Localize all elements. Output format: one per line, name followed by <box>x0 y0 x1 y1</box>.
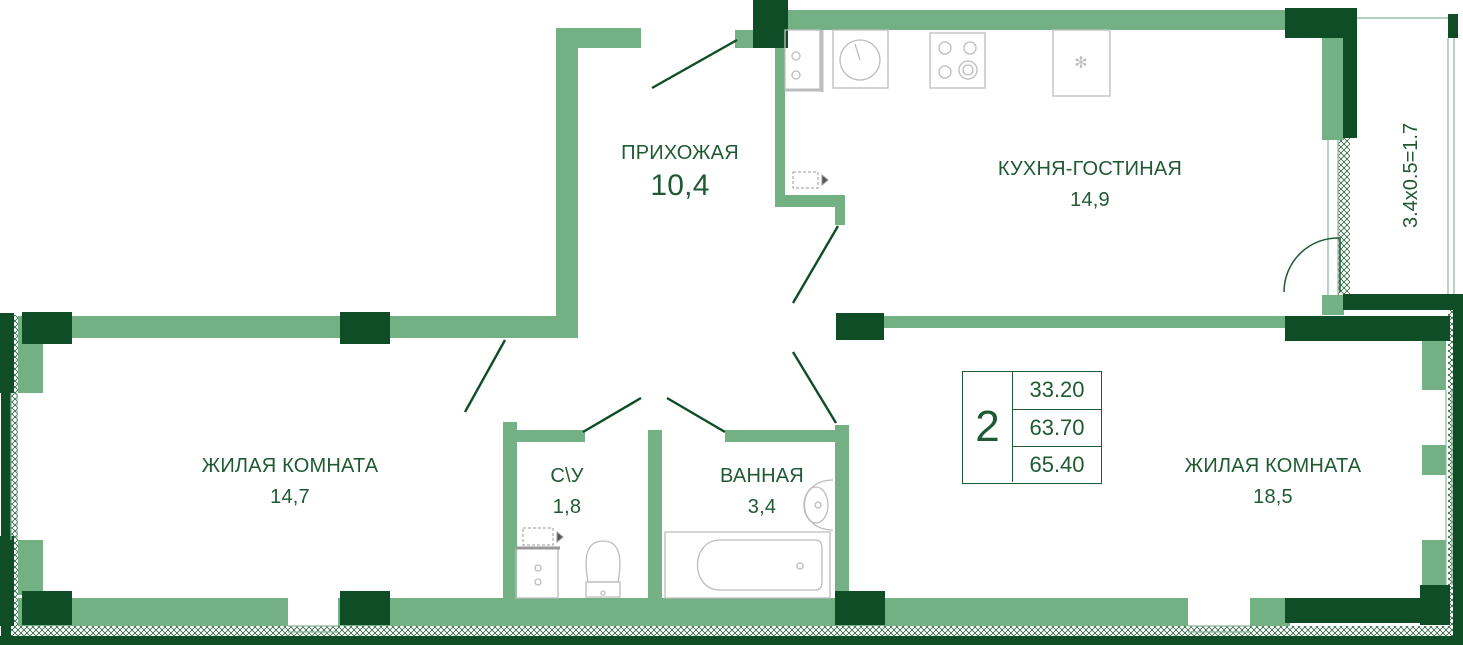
room-living-left: ЖИЛАЯ КОМНАТА 14,7 <box>180 455 400 509</box>
wc-fixtures <box>515 540 621 599</box>
bathtub-icon <box>664 531 831 599</box>
sink-icon <box>832 29 889 89</box>
stove-icon <box>929 32 986 89</box>
door-swing-icon <box>463 38 840 434</box>
svg-text:✻: ✻ <box>1074 53 1087 72</box>
area-living: 33.20 <box>1029 377 1085 402</box>
room-count: 2 <box>963 372 1013 482</box>
room-area: 18,5 <box>1253 486 1293 508</box>
wc-sink-icon <box>515 547 559 599</box>
area-summary-box: 2 33.20 63.70 65.40 <box>962 371 1102 484</box>
fridge-icon <box>1052 29 1111 97</box>
balcony-door-icon <box>1283 237 1341 293</box>
walls-dark <box>0 0 1463 626</box>
room-name: ЖИЛАЯ КОМНАТА <box>1184 455 1362 477</box>
room-name: ЖИЛАЯ КОМНАТА <box>201 455 379 477</box>
area-total: 63.70 <box>1013 409 1101 446</box>
room-area: 14,7 <box>270 486 310 508</box>
room-bathroom: ВАННАЯ 3,4 <box>702 465 822 519</box>
windows <box>10 17 1455 633</box>
room-name: ВАННАЯ <box>720 465 804 487</box>
walls-light <box>18 10 1446 626</box>
balcony-label: 3.4x0.5=1.7 <box>1400 122 1422 228</box>
room-name: С\У <box>550 465 584 487</box>
room-hallway: ПРИХОЖАЯ 10,4 <box>600 142 760 203</box>
room-living-right: ЖИЛАЯ КОМНАТА 18,5 <box>1163 455 1383 509</box>
room-kitchen-living: КУХНЯ-ГОСТИНАЯ 14,9 <box>980 158 1200 212</box>
room-name: ПРИХОЖАЯ <box>621 142 739 164</box>
bath-fixtures <box>664 479 834 599</box>
counter-icon <box>784 29 821 91</box>
room-area: 14,9 <box>1070 189 1110 211</box>
room-area: 10,4 <box>650 169 710 202</box>
room-area: 1,8 <box>552 496 582 518</box>
room-wc: С\У 1,8 <box>527 465 607 519</box>
toilet-icon <box>585 540 621 583</box>
ventilation-icon <box>522 171 829 546</box>
kitchen-fixtures: ✻ <box>784 29 1111 97</box>
area-with-balcony: 65.40 <box>1013 446 1101 483</box>
room-name: КУХНЯ-ГОСТИНАЯ <box>997 158 1183 180</box>
room-area: 3,4 <box>747 496 777 518</box>
